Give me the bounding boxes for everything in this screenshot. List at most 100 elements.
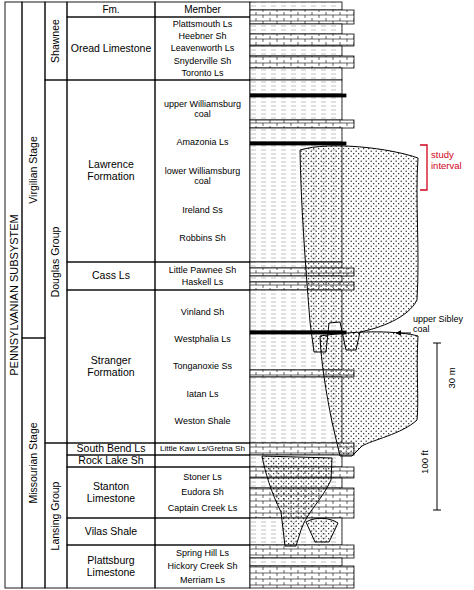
header-cell: Fm.	[67, 2, 155, 17]
member-name: Vinland Sh	[181, 307, 224, 317]
member-name: lower Williamsburg coal	[157, 166, 248, 186]
table-cell	[45, 2, 67, 80]
member-name: Toronto Ls	[181, 68, 223, 78]
table-cell	[155, 455, 250, 467]
limestone-bed	[250, 566, 354, 588]
member-name: Merriam Ls	[180, 575, 225, 585]
limestone-bed	[250, 545, 354, 558]
formation-name: Cass Ls	[92, 270, 130, 282]
table-cell	[155, 290, 250, 443]
shale-bed	[250, 2, 342, 10]
shale-bed	[250, 80, 342, 94]
table-cell	[67, 290, 155, 443]
limestone-bed	[250, 34, 354, 46]
shale-bed	[250, 24, 342, 34]
scale-label: 30 m	[447, 367, 458, 388]
member-name: Heebner Sh	[178, 31, 226, 41]
formation-name: Vilas Shale	[85, 526, 137, 538]
table-cell	[155, 17, 250, 80]
member-name: Eudora Sh	[181, 487, 224, 497]
formation-name: Stranger Formation	[69, 355, 153, 379]
table-cell	[155, 2, 250, 17]
coal-bed	[250, 331, 346, 334]
member-name: Snyderville Sh	[174, 56, 232, 66]
member-name: Hickory Creek Sh	[167, 561, 237, 571]
table-cell	[67, 518, 155, 545]
sandstone-channels	[250, 146, 418, 546]
formation-name: Lawrence Formation	[69, 159, 153, 183]
coal-bed	[250, 94, 346, 97]
member-cell: Spring Hill Ls Hickory Creek Sh Merriam Ls	[155, 545, 250, 588]
vertical-label: PENNSYLVANIAN SUBSYSTEM	[7, 214, 19, 376]
study-interval-label: study interval	[431, 150, 473, 171]
formation-cell: Vilas Shale	[67, 518, 155, 545]
column-header: Fm.	[102, 4, 119, 15]
member-cell: Stoner Ls Eudora Sh Captain Creek Ls	[155, 467, 250, 518]
table-cell	[67, 545, 155, 588]
shale-bed	[250, 128, 342, 142]
study-interval-bracket	[420, 145, 427, 190]
table-cell	[45, 80, 67, 443]
table-cell	[155, 262, 250, 290]
member-name: Plattsmouth Ls	[173, 19, 233, 29]
formation-name: South Bend Ls	[77, 443, 146, 455]
member-name: Westphalia Ls	[174, 334, 230, 344]
table-cell	[155, 545, 250, 588]
group-band: Lansing Group	[45, 443, 67, 588]
table-cell	[22, 2, 45, 338]
member-name: Amazonia Ls	[176, 137, 228, 147]
member-name: Tonganoxie Ss	[173, 361, 232, 371]
sandstone-channel	[306, 518, 338, 542]
formation-cell: Stanton Limestone	[67, 467, 155, 518]
formation-name: Oread Limestone	[71, 43, 152, 55]
vertical-label: Lansing Group	[50, 481, 62, 550]
member-cell: Little Kaw Ls/Gretna Sh	[155, 443, 250, 455]
limestone-bed	[250, 56, 354, 68]
scale-label: 100 ft	[420, 450, 431, 474]
system-band: PENNSYLVANIAN SUBSYSTEM	[5, 2, 22, 588]
member-name: Spring Hill Ls	[176, 548, 229, 558]
formation-name: Rock Lake Sh	[78, 455, 143, 467]
table-cell	[67, 443, 155, 455]
table-cell	[67, 2, 155, 17]
leader-arrow	[396, 333, 411, 334]
shale-bed	[250, 68, 342, 80]
shale-bed	[250, 97, 342, 120]
sandstone-channel	[300, 146, 418, 352]
vertical-label: Virgilian Stage	[28, 136, 40, 204]
stage-band: Virgilian Stage	[22, 2, 45, 338]
column-header: Member	[184, 4, 221, 15]
formation-cell: South Bend Ls	[67, 443, 155, 455]
member-cell: Vinland Sh Westphalia Ls Tonganoxie Ss Iata…	[155, 290, 250, 443]
member-name: Stoner Ls	[183, 472, 222, 482]
formation-cell: Cass Ls	[67, 262, 155, 290]
member-name: Little Pawnee Sh	[169, 265, 237, 275]
sandstone-channel	[320, 332, 418, 456]
group-band: Shawnee	[45, 2, 67, 80]
shale-bed	[250, 558, 342, 566]
callout-label: upper Sibley coal	[413, 314, 473, 334]
member-name: Leavenworth Ls	[171, 43, 235, 53]
member-name: Captain Creek Ls	[168, 503, 238, 513]
shale-bed	[250, 46, 342, 56]
member-cell: Little Pawnee ShHaskell Ls	[155, 262, 250, 290]
table-grid	[5, 2, 250, 588]
vertical-label: Douglas Group	[50, 226, 62, 297]
coal-bed	[250, 142, 346, 145]
member-name: Iatan Ls	[186, 389, 218, 399]
stage-band: Missourian Stage	[22, 338, 45, 588]
table-cell	[155, 467, 250, 518]
formation-name: Stanton Limestone	[69, 481, 153, 505]
table-cell	[67, 17, 155, 80]
member-name: Robbins Sh	[179, 233, 226, 243]
group-band: Douglas Group	[45, 80, 67, 443]
member-name: upper Williamsburg coal	[157, 99, 248, 119]
table-cell	[67, 455, 155, 467]
formation-cell: Stranger Formation	[67, 290, 155, 443]
table-cell	[155, 518, 250, 545]
table-cell	[67, 80, 155, 262]
header-cell: Member	[155, 2, 250, 17]
table-cell	[67, 467, 155, 518]
